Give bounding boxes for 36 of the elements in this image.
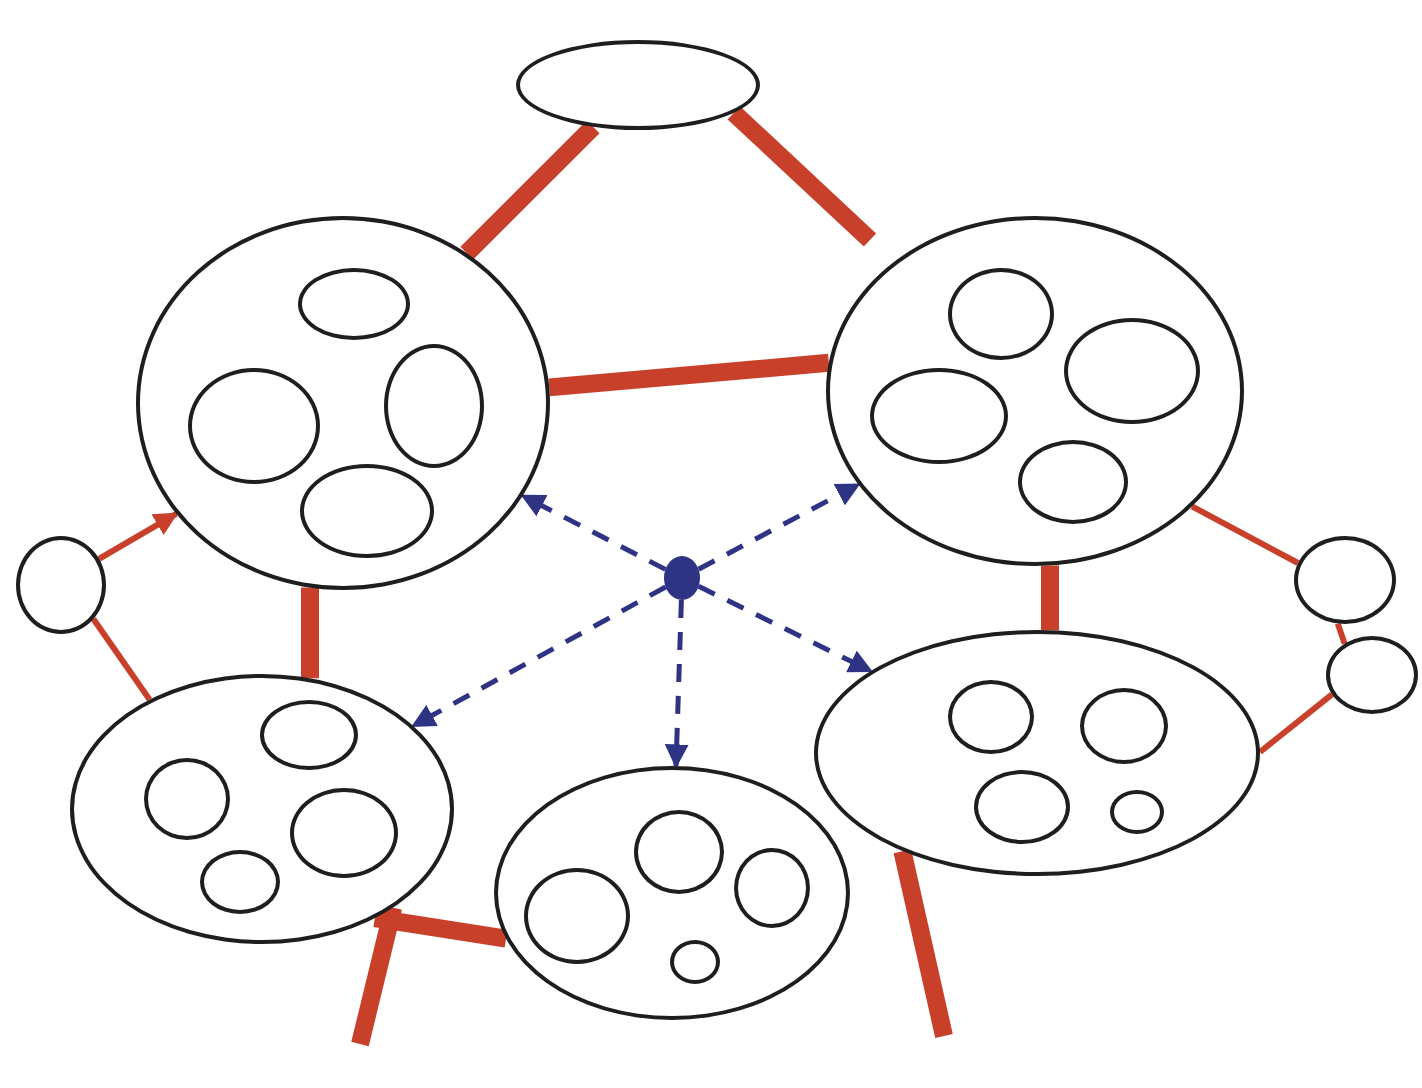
small-circle: [734, 848, 810, 928]
small-circle: [1080, 688, 1168, 764]
ellipse-node: [1326, 636, 1418, 714]
small-circle: [948, 680, 1034, 754]
small-circle: [144, 758, 230, 840]
connector-line: [1190, 503, 1300, 566]
center-dot: [664, 556, 700, 600]
small-circle: [524, 868, 630, 964]
small-circle: [300, 464, 434, 558]
dashed-arrow: [697, 482, 861, 572]
dashed-arrow: [520, 493, 667, 572]
ellipse-node: [16, 536, 106, 634]
small-circle: [1110, 790, 1164, 834]
small-circle: [200, 850, 280, 914]
connector-line: [351, 905, 402, 1047]
dashed-arrow: [664, 599, 689, 769]
small-circle: [634, 810, 724, 894]
ellipse-node: [1294, 536, 1396, 624]
connector-line: [373, 909, 508, 948]
connector-line: [1334, 622, 1348, 645]
small-circle: [670, 940, 720, 984]
connector-line: [548, 353, 830, 397]
dashed-arrow: [411, 584, 667, 728]
connector-line: [97, 511, 179, 562]
small-circle: [974, 770, 1070, 844]
connector-line: [301, 587, 319, 679]
connector-line: [90, 617, 153, 702]
connector-line: [1041, 565, 1059, 631]
small-circle: [948, 268, 1054, 360]
small-circle: [384, 344, 484, 468]
connector-line: [1258, 692, 1334, 755]
small-circle: [298, 268, 410, 340]
connector-line: [727, 106, 877, 247]
dashed-arrow: [697, 583, 873, 674]
connector-line: [893, 849, 953, 1038]
small-circle: [260, 700, 358, 770]
